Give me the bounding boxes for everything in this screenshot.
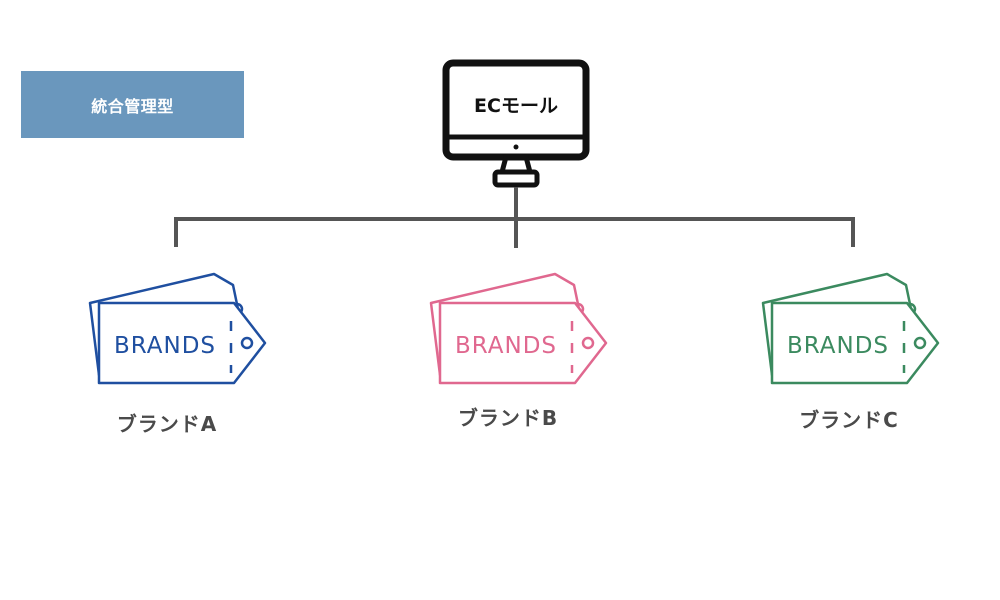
brand-tag-b: BRANDS (429, 272, 608, 385)
monitor-icon: ECモール (442, 59, 590, 188)
price-tag-icon (429, 272, 608, 385)
brand-tag-c-text: BRANDS (787, 333, 889, 359)
brand-tag-c: BRANDS (761, 272, 940, 385)
price-tag-icon (761, 272, 940, 385)
price-tag-icon (88, 272, 267, 385)
brand-c-label: ブランドC (799, 408, 899, 432)
brand-a-label: ブランドA (116, 412, 218, 436)
integration-type-label: 統合管理型 (91, 96, 174, 116)
brand-tag-a-text: BRANDS (114, 333, 216, 359)
connector-lines (174, 187, 855, 248)
brand-tag-b-text: BRANDS (455, 333, 557, 359)
brand-b-label: ブランドB (457, 406, 559, 430)
hub-label: ECモール (474, 95, 558, 117)
brand-tag-a: BRANDS (88, 272, 267, 385)
integration-type-badge: 統合管理型 (21, 71, 244, 138)
